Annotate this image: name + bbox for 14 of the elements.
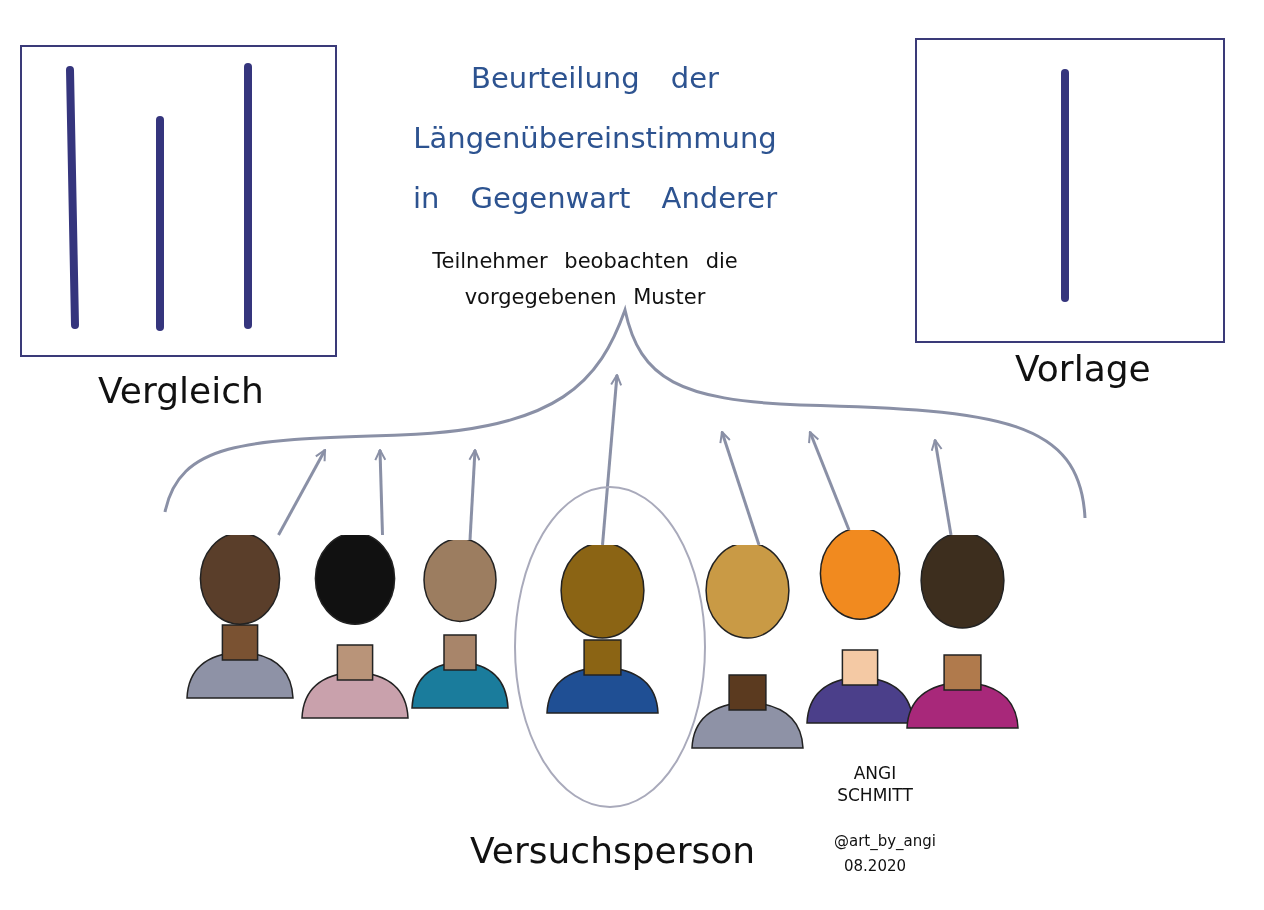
arrow <box>930 439 953 536</box>
card-heading: Vergleich <box>98 370 264 411</box>
date-text: 08.2020 <box>843 857 907 875</box>
title: Beurteilung der Längenübereinstimmung in Gegenwart Anderer <box>411 60 779 217</box>
subject-label: Versuchsperson <box>470 830 750 871</box>
artist-signature: ANGI SCHMITT <box>836 762 914 806</box>
card-heading: Vorlage <box>1015 348 1151 389</box>
arrow <box>277 449 327 536</box>
arrow <box>374 449 387 536</box>
arrow <box>468 449 481 541</box>
arrow <box>719 431 761 546</box>
arrow <box>808 431 851 531</box>
artist-handle: @art_by_angi <box>833 832 937 850</box>
caption-note: Teilnehmer beobachten die vorgegebenen Muster <box>431 248 739 311</box>
